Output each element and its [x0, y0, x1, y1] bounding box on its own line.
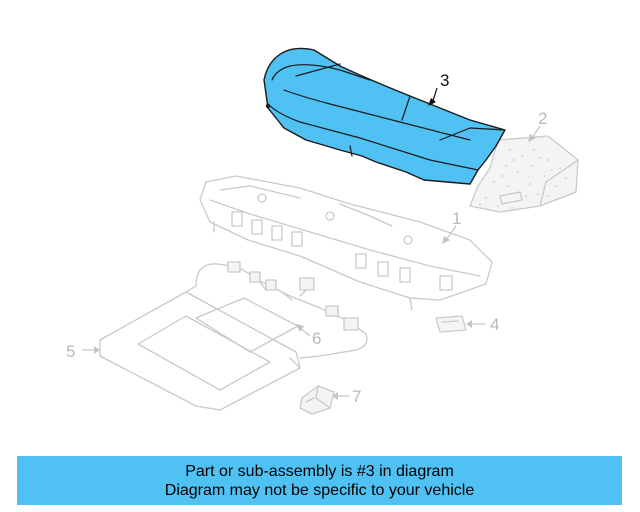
- info-banner: Part or sub-assembly is #3 in diagram Di…: [17, 456, 622, 505]
- callout-2[interactable]: 2: [538, 109, 547, 128]
- callout-3[interactable]: 3: [440, 71, 449, 90]
- arrow-5: [94, 346, 100, 354]
- arrow-7: [332, 392, 338, 400]
- part-1-seat-frame[interactable]: [199, 175, 493, 311]
- part-4-clip[interactable]: [435, 315, 467, 333]
- callout-4[interactable]: 4: [490, 315, 499, 334]
- part-6-wire-harness[interactable]: [195, 261, 368, 359]
- part-5-sensor-mat[interactable]: [99, 285, 301, 411]
- callout-5[interactable]: 5: [66, 342, 75, 361]
- part-3-seat-cover[interactable]: [263, 47, 506, 185]
- arrow-6: [296, 324, 304, 332]
- callout-1[interactable]: 1: [452, 209, 461, 228]
- arrow-3: [428, 98, 436, 106]
- arrow-1: [442, 236, 450, 244]
- banner-line-part-number: Part or sub-assembly is #3 in diagram: [185, 462, 454, 480]
- part-7-connector[interactable]: [299, 385, 335, 415]
- parts-diagram: 3 2 1 4 5 6 7: [66, 47, 579, 415]
- part-2-cushion-pad[interactable]: [469, 135, 579, 213]
- callout-7[interactable]: 7: [352, 387, 361, 406]
- leader-2: [531, 125, 541, 139]
- callout-6[interactable]: 6: [312, 329, 321, 348]
- leader-1: [445, 225, 457, 241]
- arrow-2: [528, 134, 536, 142]
- arrow-4: [466, 320, 472, 328]
- banner-line-disclaimer: Diagram may not be specific to your vehi…: [164, 481, 475, 499]
